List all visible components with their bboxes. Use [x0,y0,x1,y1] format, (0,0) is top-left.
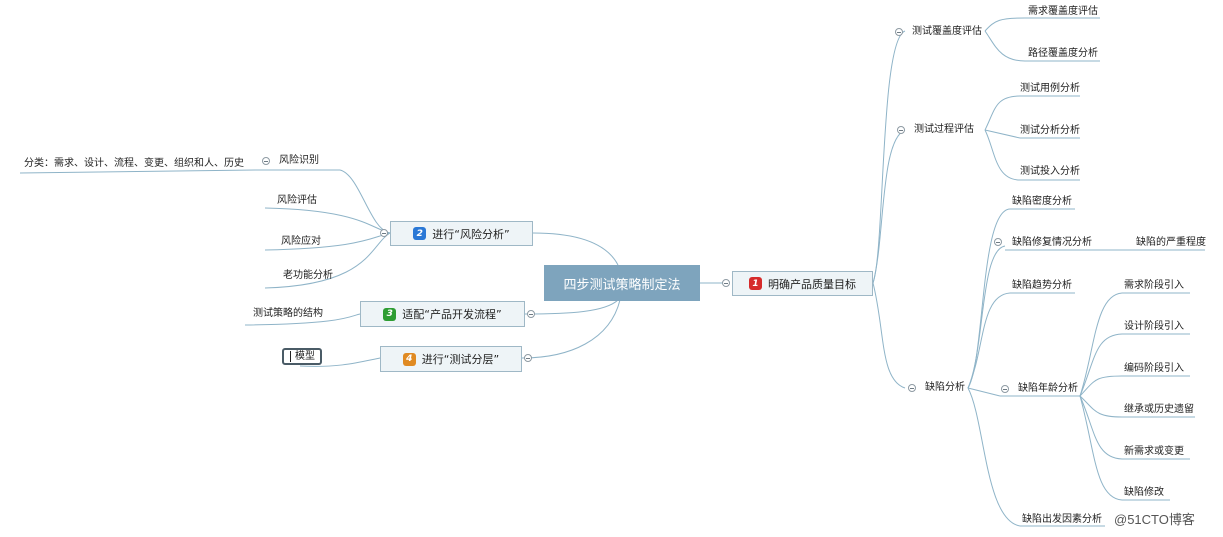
number-2-icon: 2 [413,227,427,240]
branch-quality-label: 明确产品质量目标 [768,277,856,291]
collapse-toggle[interactable] [908,384,916,392]
collapse-toggle[interactable] [897,126,905,134]
topic-categories[interactable]: 分类：需求、设计、流程、变更、组织和人、历史 [24,158,244,169]
topic-origin[interactable]: 缺陷出发因素分析 [1022,514,1102,525]
number-3-icon: 3 [383,307,397,321]
branch-risk[interactable]: 2 进行“风险分析” [390,221,533,246]
branch-layer[interactable]: 4 进行“测试分层” [380,346,522,372]
topic-age-new[interactable]: 新需求或变更 [1124,446,1184,457]
topic-evaluate[interactable]: 风险评估 [277,195,317,206]
topic-defect[interactable]: 缺陷分析 [925,382,965,393]
topic-model: 模型 [295,350,315,362]
topic-age[interactable]: 缺陷年龄分析 [1018,383,1078,394]
topic-density[interactable]: 缺陷密度分析 [1012,196,1072,207]
topic-identify[interactable]: 风险识别 [279,155,319,166]
watermark: @51CTO博客 [1114,512,1195,527]
topic-case-analysis[interactable]: 测试用例分析 [1020,83,1080,94]
root-node[interactable]: 四步测试策略制定法 [544,265,700,301]
topic-req-coverage[interactable]: 需求覆盖度评估 [1028,6,1098,17]
topic-input-analysis[interactable]: 测试投入分析 [1020,166,1080,177]
branch-process-label: 适配“产品开发流程” [402,308,502,321]
collapse-toggle[interactable] [524,354,532,362]
text-cursor-icon [290,351,291,362]
number-1-icon: 1 [749,277,762,290]
topic-process-eval[interactable]: 测试过程评估 [914,124,974,135]
topic-structure[interactable]: 测试策略的结构 [253,308,323,319]
collapse-toggle[interactable] [527,310,535,318]
topic-coverage[interactable]: 测试覆盖度评估 [912,26,982,37]
branch-layer-label: 进行“测试分层” [421,353,500,366]
collapse-toggle[interactable] [262,157,270,165]
topic-fix[interactable]: 缺陷修复情况分析 [1012,237,1092,248]
branch-quality[interactable]: 1 明确产品质量目标 [732,271,873,296]
topic-legacy[interactable]: 老功能分析 [283,270,333,281]
number-4-icon: 4 [402,352,416,366]
topic-path-coverage[interactable]: 路径覆盖度分析 [1028,48,1098,59]
collapse-toggle[interactable] [994,238,1002,246]
topic-age-design[interactable]: 设计阶段引入 [1124,321,1184,332]
collapse-toggle[interactable] [1001,385,1009,393]
topic-age-req[interactable]: 需求阶段引入 [1124,280,1184,291]
collapse-toggle[interactable] [380,229,388,237]
topic-age-code[interactable]: 编码阶段引入 [1124,363,1184,374]
collapse-toggle[interactable] [895,28,903,36]
topic-model-box[interactable]: 模型 [282,348,322,365]
topic-age-fix[interactable]: 缺陷修改 [1124,487,1164,498]
root-label: 四步测试策略制定法 [563,277,681,293]
collapse-toggle[interactable] [722,279,730,287]
topic-test-analysis[interactable]: 测试分析分析 [1020,125,1080,136]
topic-respond[interactable]: 风险应对 [281,236,321,247]
topic-age-legacy[interactable]: 继承或历史遗留 [1124,404,1194,415]
branch-risk-label: 进行“风险分析” [432,227,510,241]
branch-process[interactable]: 3 适配“产品开发流程” [360,301,525,327]
topic-severity[interactable]: 缺陷的严重程度 [1136,237,1206,248]
topic-trend[interactable]: 缺陷趋势分析 [1012,280,1072,291]
